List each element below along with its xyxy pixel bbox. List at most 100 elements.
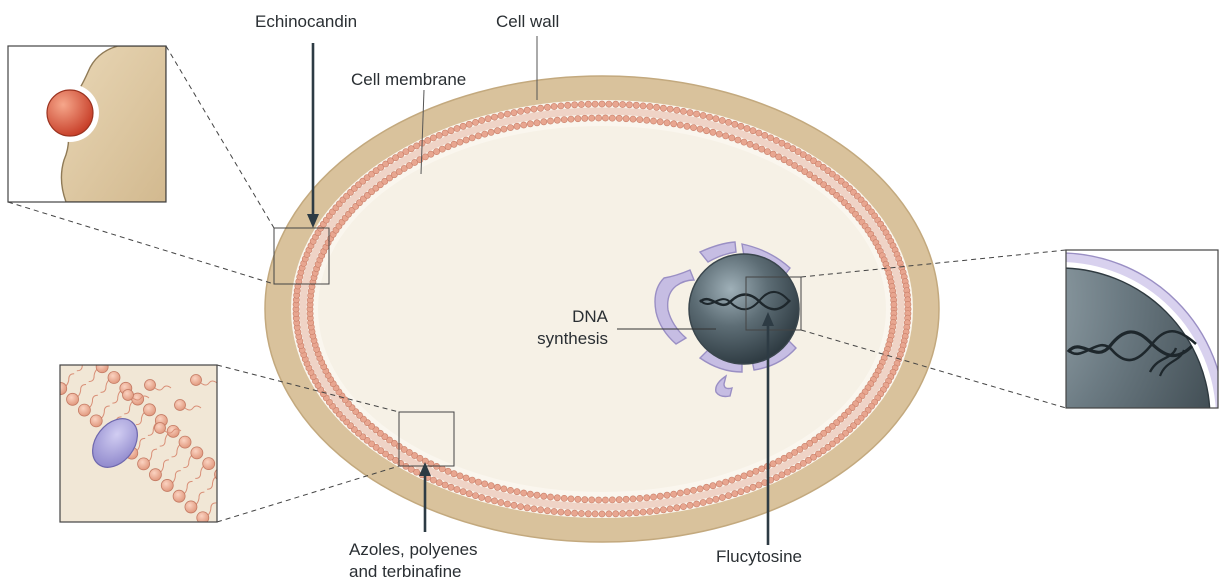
membrane-lipid-head bbox=[568, 116, 574, 122]
membrane-lipid-head bbox=[445, 144, 451, 150]
membrane-lipid-head bbox=[565, 102, 571, 108]
membrane-lipid-head bbox=[725, 493, 731, 499]
membrane-lipid-head bbox=[491, 498, 497, 504]
lipid-head bbox=[43, 372, 55, 384]
membrane-lipid-head bbox=[671, 121, 677, 127]
membrane-lipid-head bbox=[558, 103, 564, 109]
membrane-lipid-head bbox=[756, 130, 762, 136]
membrane-lipid-head bbox=[472, 119, 478, 125]
label-flucytosine: Flucytosine bbox=[716, 547, 802, 566]
membrane-lipid-head bbox=[677, 490, 683, 496]
membrane-lipid-head bbox=[585, 511, 591, 517]
membrane-lipid-head bbox=[630, 116, 636, 122]
membrane-lipid-head bbox=[472, 493, 478, 499]
membrane-lipid-head bbox=[485, 496, 491, 502]
membrane-lipid-head bbox=[524, 107, 530, 113]
membrane-lipid-head bbox=[507, 487, 513, 493]
membrane-lipid-head bbox=[521, 122, 527, 128]
membrane-lipid-head bbox=[551, 103, 557, 109]
label-cell-wall: Cell wall bbox=[496, 12, 559, 31]
membrane-lipid-head bbox=[602, 497, 608, 503]
membrane-lipid-head bbox=[732, 121, 738, 127]
membrane-lipid-head bbox=[599, 511, 605, 517]
membrane-lipid-head bbox=[524, 505, 530, 511]
lipid-head bbox=[138, 458, 150, 470]
lipid-head bbox=[155, 423, 166, 434]
membrane-lipid-head bbox=[479, 494, 485, 500]
lipid-head bbox=[90, 415, 102, 427]
lipid-head bbox=[67, 393, 79, 405]
membrane-lipid-head bbox=[451, 141, 457, 147]
membrane-lipid-head bbox=[501, 486, 507, 492]
membrane-lipid-head bbox=[723, 479, 729, 485]
membrane-lipid-head bbox=[494, 484, 500, 490]
membrane-lipid-head bbox=[457, 139, 463, 145]
membrane-lipid-head bbox=[442, 130, 448, 136]
membrane-lipid-head bbox=[697, 486, 703, 492]
membrane-lipid-head bbox=[482, 481, 488, 487]
lipid-head bbox=[191, 375, 202, 386]
lipid-head bbox=[145, 380, 156, 391]
membrane-lipid-head bbox=[491, 114, 497, 120]
lipid-head bbox=[185, 501, 197, 513]
lipid-head bbox=[78, 404, 90, 416]
membrane-lipid-head bbox=[599, 101, 605, 107]
membrane-lipid-head bbox=[657, 119, 663, 125]
lipid-head bbox=[179, 436, 191, 448]
membrane-lipid-head bbox=[637, 117, 643, 123]
membrane-lipid-head bbox=[684, 489, 690, 495]
membrane-lipid-head bbox=[690, 125, 696, 131]
membrane-lipid-head bbox=[723, 133, 729, 139]
membrane-lipid-head bbox=[630, 496, 636, 502]
membrane-lipid-head bbox=[744, 125, 750, 131]
membrane-lipid-head bbox=[716, 481, 722, 487]
membrane-lipid-head bbox=[527, 121, 533, 127]
membrane-lipid-head bbox=[428, 151, 434, 157]
membrane-lipid-head bbox=[674, 505, 680, 511]
lipid-head bbox=[31, 361, 43, 373]
membrane-lipid-head bbox=[667, 506, 673, 512]
membrane-lipid-head bbox=[623, 496, 629, 502]
membrane-lipid-head bbox=[640, 103, 646, 109]
membrane-lipid-head bbox=[592, 511, 598, 517]
membrane-lipid-head bbox=[439, 146, 445, 152]
membrane-lipid-head bbox=[451, 471, 457, 477]
membrane-lipid-head bbox=[684, 123, 690, 129]
membrane-lipid-head bbox=[647, 103, 653, 109]
membrane-lipid-head bbox=[554, 117, 560, 123]
membrane-lipid-head bbox=[504, 501, 510, 507]
membrane-lipid-head bbox=[554, 495, 560, 501]
membrane-lipid-head bbox=[770, 461, 776, 467]
membrane-lipid-head bbox=[439, 466, 445, 472]
membrane-lipid-head bbox=[687, 502, 693, 508]
membrane-lipid-head bbox=[613, 101, 619, 107]
membrane-lipid-head bbox=[759, 146, 765, 152]
membrane-lipid-head bbox=[719, 494, 725, 500]
membrane-lipid-head bbox=[650, 494, 656, 500]
membrane-lipid-head bbox=[460, 489, 466, 495]
membrane-lipid-head bbox=[488, 129, 494, 135]
membrane-lipid-head bbox=[448, 128, 454, 134]
membrane-lipid-head bbox=[457, 473, 463, 479]
membrane-lipid-head bbox=[547, 494, 553, 500]
membrane-lipid-head bbox=[741, 139, 747, 145]
membrane-lipid-head bbox=[664, 120, 670, 126]
membrane-lipid-head bbox=[518, 504, 524, 510]
lipid-head bbox=[96, 361, 108, 373]
lipid-head bbox=[191, 447, 203, 459]
membrane-lipid-head bbox=[582, 115, 588, 121]
membrane-lipid-head bbox=[738, 123, 744, 129]
membrane-lipid-head bbox=[589, 115, 595, 121]
lipid-head bbox=[161, 479, 173, 491]
membrane-lipid-head bbox=[687, 110, 693, 116]
label-dna-line1: DNA bbox=[572, 307, 609, 326]
membrane-lipid-head bbox=[680, 108, 686, 114]
membrane-lipid-head bbox=[572, 510, 578, 516]
membrane-lipid-head bbox=[466, 121, 472, 127]
lipid-head bbox=[49, 318, 61, 330]
lipid-head bbox=[203, 458, 215, 470]
membrane-lipid-head bbox=[430, 477, 436, 483]
membrane-lipid-head bbox=[578, 101, 584, 107]
membrane-lipid-head bbox=[764, 149, 770, 155]
membrane-lipid-head bbox=[454, 486, 460, 492]
